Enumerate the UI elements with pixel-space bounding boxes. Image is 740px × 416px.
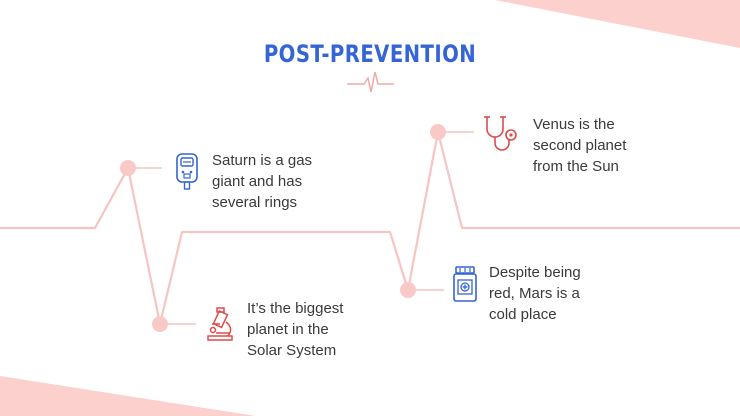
item-text-biggest-planet: It’s the biggest planet in the Solar Sys… xyxy=(247,300,344,359)
stethoscope-icon xyxy=(484,116,517,151)
timeline-node-4 xyxy=(400,282,416,298)
glucometer-icon xyxy=(176,153,198,190)
microscope-icon xyxy=(207,307,233,341)
corner-decoration-bottom-left xyxy=(0,376,256,416)
item-text-mars: Despite being red, Mars is a cold place xyxy=(489,264,581,323)
timeline-node-3 xyxy=(430,124,446,140)
item-text-saturn: Saturn is a gas giant and has several ri… xyxy=(212,152,313,211)
heartbeat-line xyxy=(0,130,740,326)
title-pulse-icon xyxy=(347,71,394,93)
timeline-node-1 xyxy=(120,160,136,176)
item-text-venus: Venus is the second planet from the Sun xyxy=(533,116,627,175)
page-title: POST-PREVENTION xyxy=(263,40,477,68)
timeline-node-2 xyxy=(152,316,168,332)
pill-bottle-icon xyxy=(453,266,477,302)
